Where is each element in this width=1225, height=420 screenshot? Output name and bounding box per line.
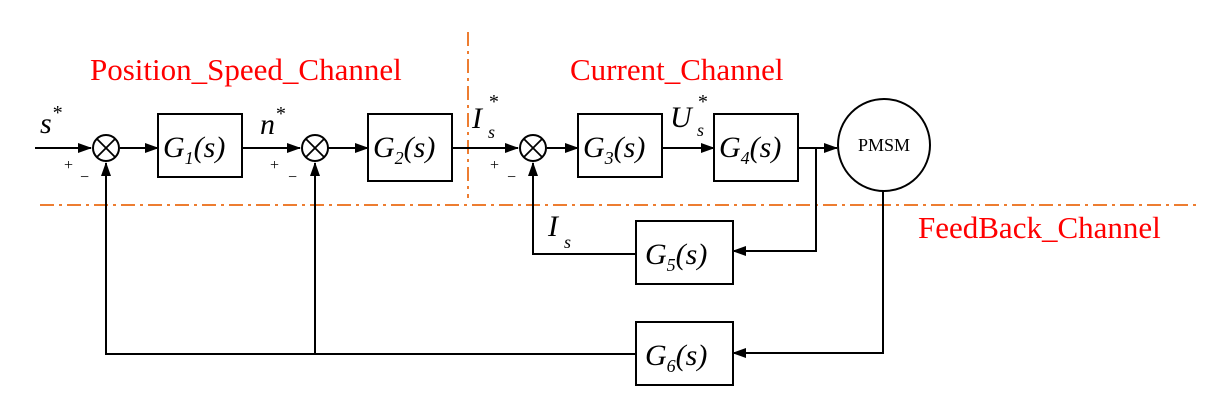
svg-text:I: I (471, 102, 484, 135)
sign-minus-1: − (80, 169, 89, 186)
svg-text:s: s (488, 122, 495, 142)
position-speed-channel-label: Position_Speed_Channel (90, 52, 402, 87)
svg-text:U: U (670, 101, 694, 134)
wire-current-feedback-to-g5 (732, 148, 817, 256)
block-g2: G2(s) (367, 113, 453, 182)
block-g6: G6(s) (635, 321, 734, 386)
feedback-channel-label: FeedBack_Channel (918, 210, 1161, 245)
sign-plus-3: + (490, 157, 499, 174)
block-g3: G3(s) (577, 113, 663, 178)
signal-is-feedback: I s (547, 210, 571, 252)
svg-text:s: s (564, 232, 571, 252)
sign-minus-3: − (507, 169, 516, 186)
block-g4: G4(s) (713, 113, 799, 182)
svg-text:G3(s): G3(s) (583, 131, 645, 168)
sign-minus-2: − (288, 169, 297, 186)
wire-g5-to-sum3 (528, 162, 636, 255)
svg-text:n*: n* (260, 103, 285, 141)
signal-s-ref: s* (40, 102, 62, 140)
sign-plus-1: + (64, 157, 73, 174)
block-g5: G5(s) (635, 220, 734, 285)
svg-text:G4(s): G4(s) (719, 131, 781, 168)
svg-text:G5(s): G5(s) (645, 238, 707, 275)
svg-text:G6(s): G6(s) (645, 339, 707, 376)
current-channel-label: Current_Channel (570, 52, 784, 87)
wire-pmsm-to-g6 (732, 190, 884, 358)
svg-text:s*: s* (40, 102, 62, 140)
svg-text:*: * (488, 91, 498, 113)
signal-us-ref: U * s (670, 91, 707, 140)
svg-text:G1(s): G1(s) (163, 131, 225, 168)
signal-is-ref: I * s (471, 91, 498, 142)
svg-text:s: s (697, 120, 704, 140)
svg-text:*: * (697, 91, 707, 113)
wire-g6-to-sum1 (101, 162, 636, 355)
svg-text:I: I (547, 210, 560, 243)
svg-text:G2(s): G2(s) (373, 131, 435, 168)
sign-plus-2: + (270, 157, 279, 174)
summing-junction-1 (92, 134, 120, 162)
summing-junction-3 (519, 134, 547, 162)
pmsm-motor: PMSM (837, 98, 931, 192)
signal-n-ref: n* (260, 103, 285, 141)
pmsm-label: PMSM (858, 135, 910, 155)
summing-junction-2 (301, 134, 329, 162)
block-g1: G1(s) (157, 113, 243, 178)
